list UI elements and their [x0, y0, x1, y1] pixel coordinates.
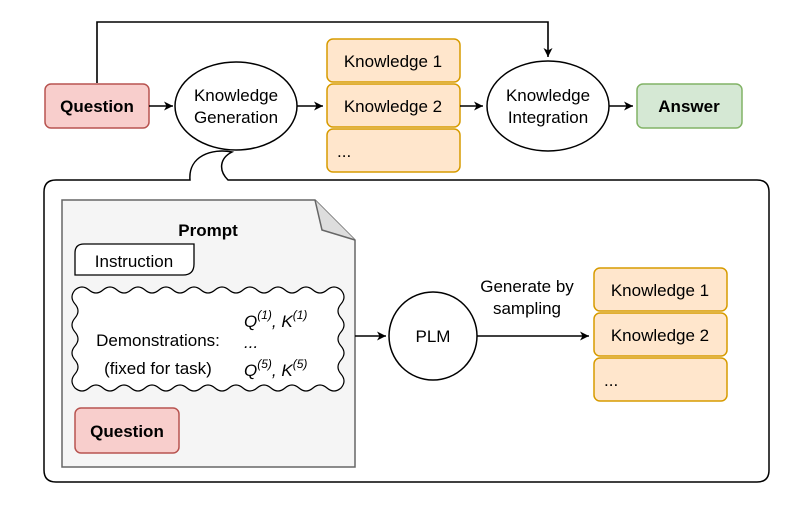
demonstrations-box — [71, 286, 345, 392]
generated-knowledge-item-1-label: Knowledge 1 — [611, 281, 709, 300]
knowledge-item-2-label: Knowledge 2 — [344, 97, 442, 116]
knowledge-generation-line2: Generation — [194, 108, 278, 127]
knowledge-integration-line1: Knowledge — [506, 86, 590, 105]
plm-label: PLM — [416, 327, 451, 346]
prompt-page-fold — [314, 199, 356, 241]
generated-knowledge-item-1 — [593, 267, 728, 312]
generate-label-line1: Generate by — [480, 277, 574, 296]
prompt-question-box — [74, 407, 180, 454]
demonstrations-label: Demonstrations: — [96, 331, 220, 350]
generated-knowledge-item-2-label: Knowledge 2 — [611, 326, 709, 345]
demo-first-k: K — [281, 312, 293, 331]
demo-last-k-sup: (5) — [293, 357, 308, 371]
instruction-box — [74, 243, 195, 276]
demo-first-pair: Q(1), K(1) — [244, 308, 307, 331]
question-label: Question — [60, 97, 134, 116]
prompt-title: Prompt — [178, 221, 238, 240]
knowledge-item-1 — [326, 38, 461, 83]
demo-last-pair: Q(5), K(5) — [244, 357, 307, 380]
demo-first-q-sup: (1) — [257, 308, 272, 322]
generated-knowledge-item-more — [593, 357, 728, 402]
demo-last-k: K — [281, 361, 293, 380]
demo-first-sep: , — [272, 312, 281, 331]
knowledge-item-more-label: ... — [337, 142, 351, 161]
knowledge-item-1-label: Knowledge 1 — [344, 52, 442, 71]
bypass-arrow — [96, 21, 553, 83]
instruction-label: Instruction — [95, 252, 173, 271]
generated-knowledge-item-more-label: ... — [604, 371, 618, 390]
knowledge-integration-node — [486, 60, 610, 152]
answer-label: Answer — [658, 97, 720, 116]
answer-box — [636, 83, 743, 129]
demo-first-q: Q — [244, 312, 257, 331]
knowledge-generation-line1: Knowledge — [194, 86, 278, 105]
knowledge-generation-node — [174, 61, 298, 151]
prompt-question-label: Question — [90, 422, 164, 441]
knowledge-item-more — [326, 128, 461, 173]
demo-last-q: Q — [244, 361, 257, 380]
generate-label-line2: sampling — [493, 299, 561, 318]
fixed-for-task-label: (fixed for task) — [104, 359, 212, 378]
demo-last-sep: , — [272, 361, 281, 380]
demo-last-q-sup: (5) — [257, 357, 272, 371]
knowledge-integration-line2: Integration — [508, 108, 588, 127]
demo-ellipsis: ... — [244, 333, 258, 352]
demo-first-k-sup: (1) — [293, 308, 308, 322]
generated-knowledge-item-2 — [593, 312, 728, 357]
